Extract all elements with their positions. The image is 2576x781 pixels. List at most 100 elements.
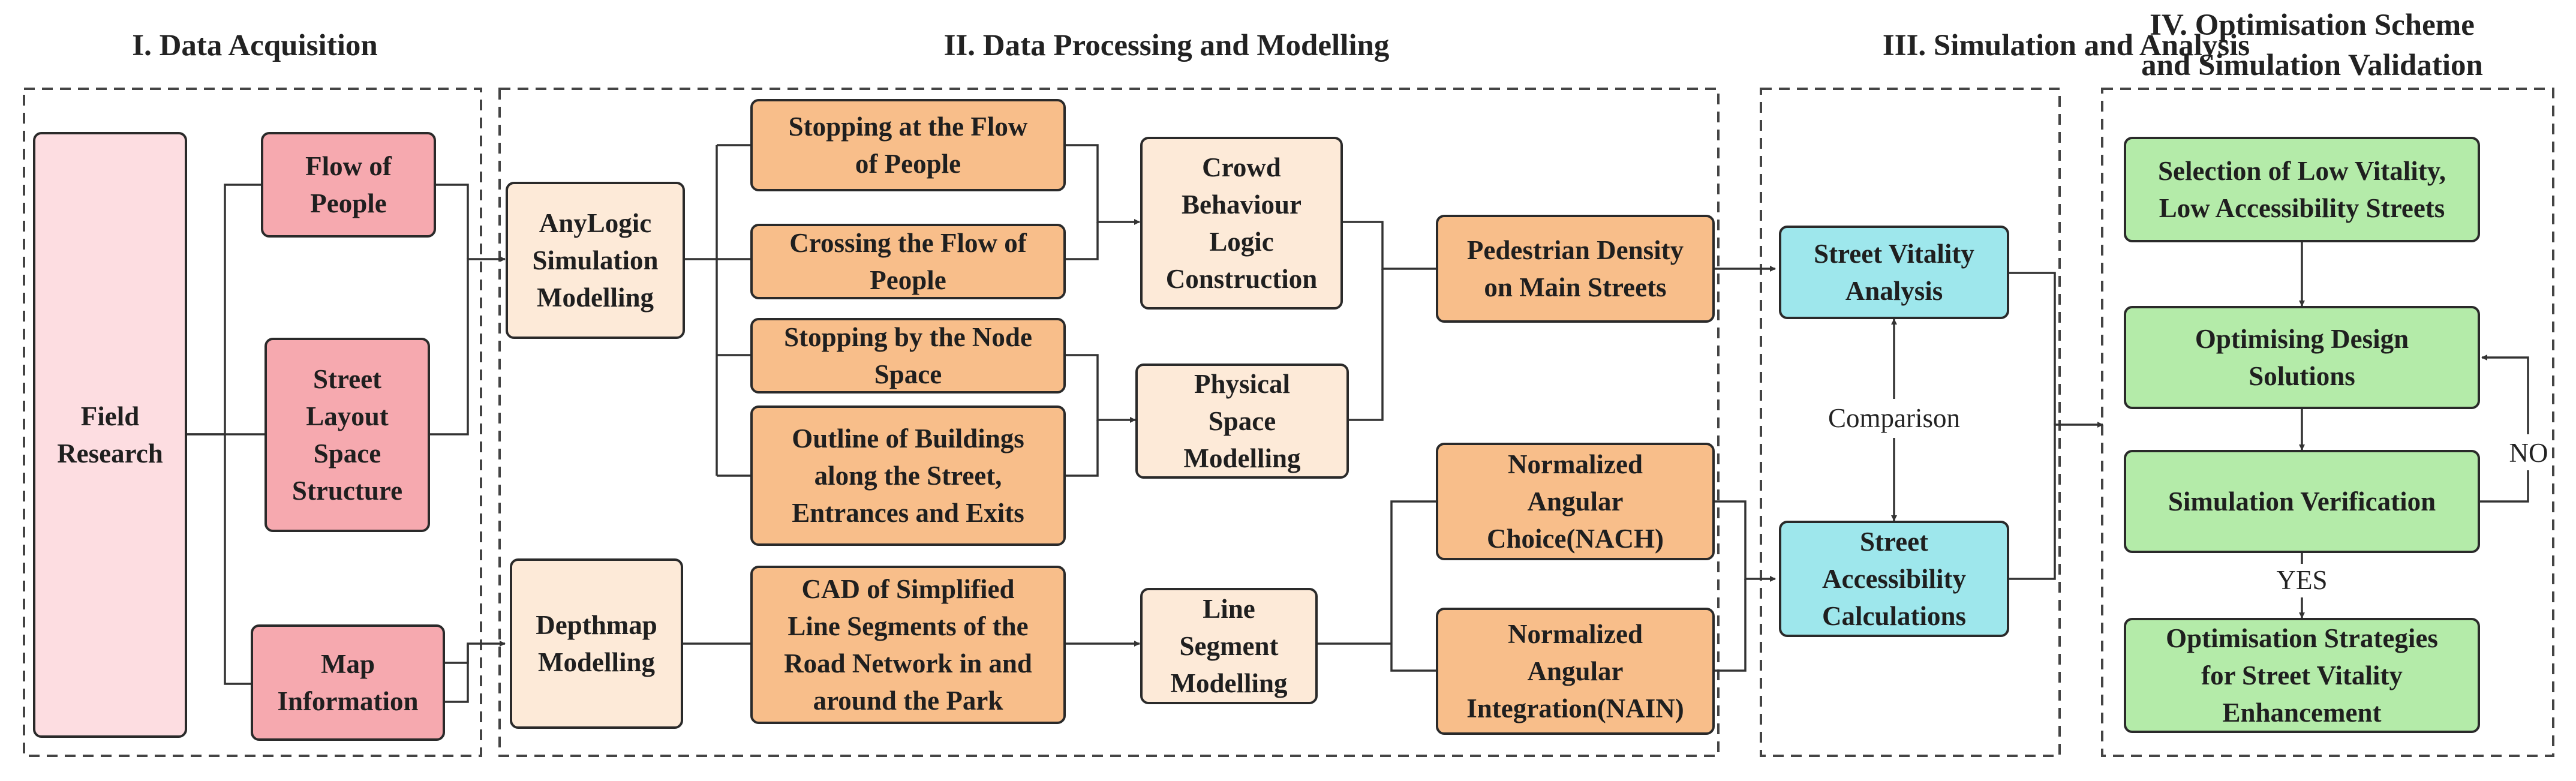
- anylogic-label-line-2: Simulation: [532, 245, 658, 275]
- crossing-flow-label-line-1: Crossing the Flow of: [789, 228, 1027, 258]
- crossing-flow-label-line-2: People: [870, 265, 946, 295]
- nain-label-line-3: Integration(NAIN): [1466, 693, 1684, 723]
- map-information-label-line-2: Information: [278, 686, 419, 716]
- cad-segments-label-line-2: Line Segments of the: [787, 611, 1028, 641]
- section-title-simulation-analysis: III. Simulation and Analysis: [1883, 29, 2250, 62]
- line-segment-label-line-3: Modelling: [1170, 668, 1288, 698]
- box-pedestrian-density-main-streets: Pedestrian Density on Main Streets: [1436, 215, 1715, 323]
- nach-label-line-2: Angular: [1527, 486, 1623, 516]
- section-title-optimisation-line-1: IV. Optimisation Scheme: [2150, 8, 2475, 42]
- simulation-verification-label-line-1: Simulation Verification: [2168, 486, 2436, 516]
- group-frame-data-processing: [498, 88, 1720, 757]
- nain-label-line-2: Angular: [1527, 656, 1623, 686]
- optimisation-strategies-label-line-1: Optimisation Strategies: [2166, 623, 2438, 653]
- physical-space-label-line-3: Modelling: [1183, 443, 1301, 473]
- street-layout-label-line-4: Structure: [292, 476, 402, 506]
- connector-vitality-to-stage-four: [2008, 272, 2056, 425]
- pedestrian-density-label-line-2: on Main Streets: [1484, 272, 1666, 302]
- street-layout-label-line-3: Space: [314, 438, 381, 468]
- connector-line-segment-to-nach-nain: [1316, 500, 1437, 672]
- map-information-label-line-1: Map: [321, 649, 375, 679]
- anylogic-label-line-1: AnyLogic: [539, 208, 652, 238]
- optimising-design-label-line-2: Solutions: [2249, 361, 2355, 391]
- optimising-design-label-line-1: Optimising Design: [2195, 324, 2409, 354]
- field-research-label-line-1: Field: [81, 401, 140, 431]
- street-accessibility-label-line-3: Calculations: [1822, 601, 1966, 631]
- optimisation-strategies-label-line-3: Enhancement: [2222, 698, 2381, 728]
- comparison-label-backdrop: [1818, 399, 1970, 438]
- nain-label-line-1: Normalized: [1508, 619, 1643, 649]
- connector-stopping-flow-to-crowd: [1065, 144, 1140, 225]
- anylogic-label-line-3: Modelling: [537, 283, 654, 313]
- connector-physical-to-pedestrian: [1348, 269, 1384, 421]
- connectors: [186, 144, 2529, 703]
- stopping-node-label-line-1: Stopping by the Node: [784, 322, 1032, 352]
- optimisation-strategies-label-line-2: for Street Vitality: [2201, 660, 2403, 690]
- street-vitality-label-line-1: Street Vitality: [1814, 239, 1974, 269]
- nach-label-line-1: Normalized: [1508, 449, 1643, 479]
- depthmap-label-line-1: Depthmap: [536, 610, 657, 640]
- yes-label: YES: [2276, 565, 2327, 595]
- stopping-flow-label-line-1: Stopping at the Flow: [789, 112, 1028, 142]
- connector-outline-to-physical: [1065, 420, 1099, 477]
- connector-nach-to-accessibility: [1714, 500, 1776, 582]
- group-frame-simulation-analysis: [1760, 88, 2061, 757]
- crowd-behaviour-label-line-3: Logic: [1209, 227, 1274, 257]
- physical-space-label-line-2: Space: [1209, 406, 1276, 436]
- connector-layout-to-anylogic: [429, 256, 506, 435]
- cad-segments-label-line-1: CAD of Simplified: [801, 574, 1014, 604]
- group-frame-data-acquisition: [23, 88, 482, 757]
- connector-map-to-depthmap: [444, 641, 506, 664]
- outline-buildings-label-line-1: Outline of Buildings: [792, 423, 1024, 453]
- box-simulation-verification: Simulation Verification: [2124, 450, 2480, 553]
- connector-no-feedback-loop: [2477, 355, 2529, 503]
- comparison-label: Comparison: [1828, 403, 1960, 433]
- street-layout-label-line-2: Layout: [306, 401, 389, 431]
- connector-field-to-map: [224, 434, 252, 685]
- connector-accessibility-to-stage-four: [2008, 422, 2103, 580]
- crowd-behaviour-label-line-4: Construction: [1166, 264, 1318, 294]
- section-title-data-processing: II. Data Processing and Modelling: [944, 29, 1390, 62]
- connector-nain-to-accessibility: [1714, 579, 1747, 672]
- street-vitality-label-line-2: Analysis: [1845, 276, 1943, 306]
- line-segment-label-line-2: Segment: [1180, 631, 1279, 661]
- section-title-data-acquisition: I. Data Acquisition: [132, 29, 378, 62]
- street-layout-label-line-1: Street: [313, 364, 381, 394]
- connector-field-to-flow: [186, 184, 262, 435]
- crowd-behaviour-label-line-2: Behaviour: [1182, 190, 1301, 220]
- connector-map-to-depthmap-lower: [444, 644, 469, 703]
- group-frame-optimisation: [2101, 88, 2554, 757]
- street-accessibility-label-line-2: Accessibility: [1822, 564, 1966, 594]
- box-crossing-flow-of-people: Crossing the Flow of People: [750, 224, 1066, 299]
- field-research-label-line-2: Research: [57, 438, 163, 468]
- box-selection-low-vitality-streets: Selection of Low Vitality,Low Accessibil…: [2124, 137, 2480, 242]
- flow-of-people-label-line-2: People: [310, 188, 386, 218]
- depthmap-label-line-2: Modelling: [538, 647, 656, 677]
- crowd-behaviour-label-line-1: Crowd: [1202, 152, 1281, 182]
- stopping-node-label-line-2: Space: [874, 359, 942, 389]
- street-accessibility-label-line-1: Street: [1860, 527, 1928, 557]
- outline-buildings-label-line-3: Entrances and Exits: [792, 498, 1024, 528]
- cad-segments-label-line-4: around the Park: [813, 686, 1003, 716]
- no-label: NO: [2509, 438, 2548, 468]
- connector-crossing-flow-to-crowd: [1065, 222, 1099, 260]
- no-label-backdrop: [2506, 434, 2551, 470]
- nach-label-line-3: Choice(NACH): [1487, 524, 1664, 554]
- pedestrian-density-label-line-1: Pedestrian Density: [1467, 235, 1684, 265]
- connector-anylogic-branches: [684, 144, 752, 477]
